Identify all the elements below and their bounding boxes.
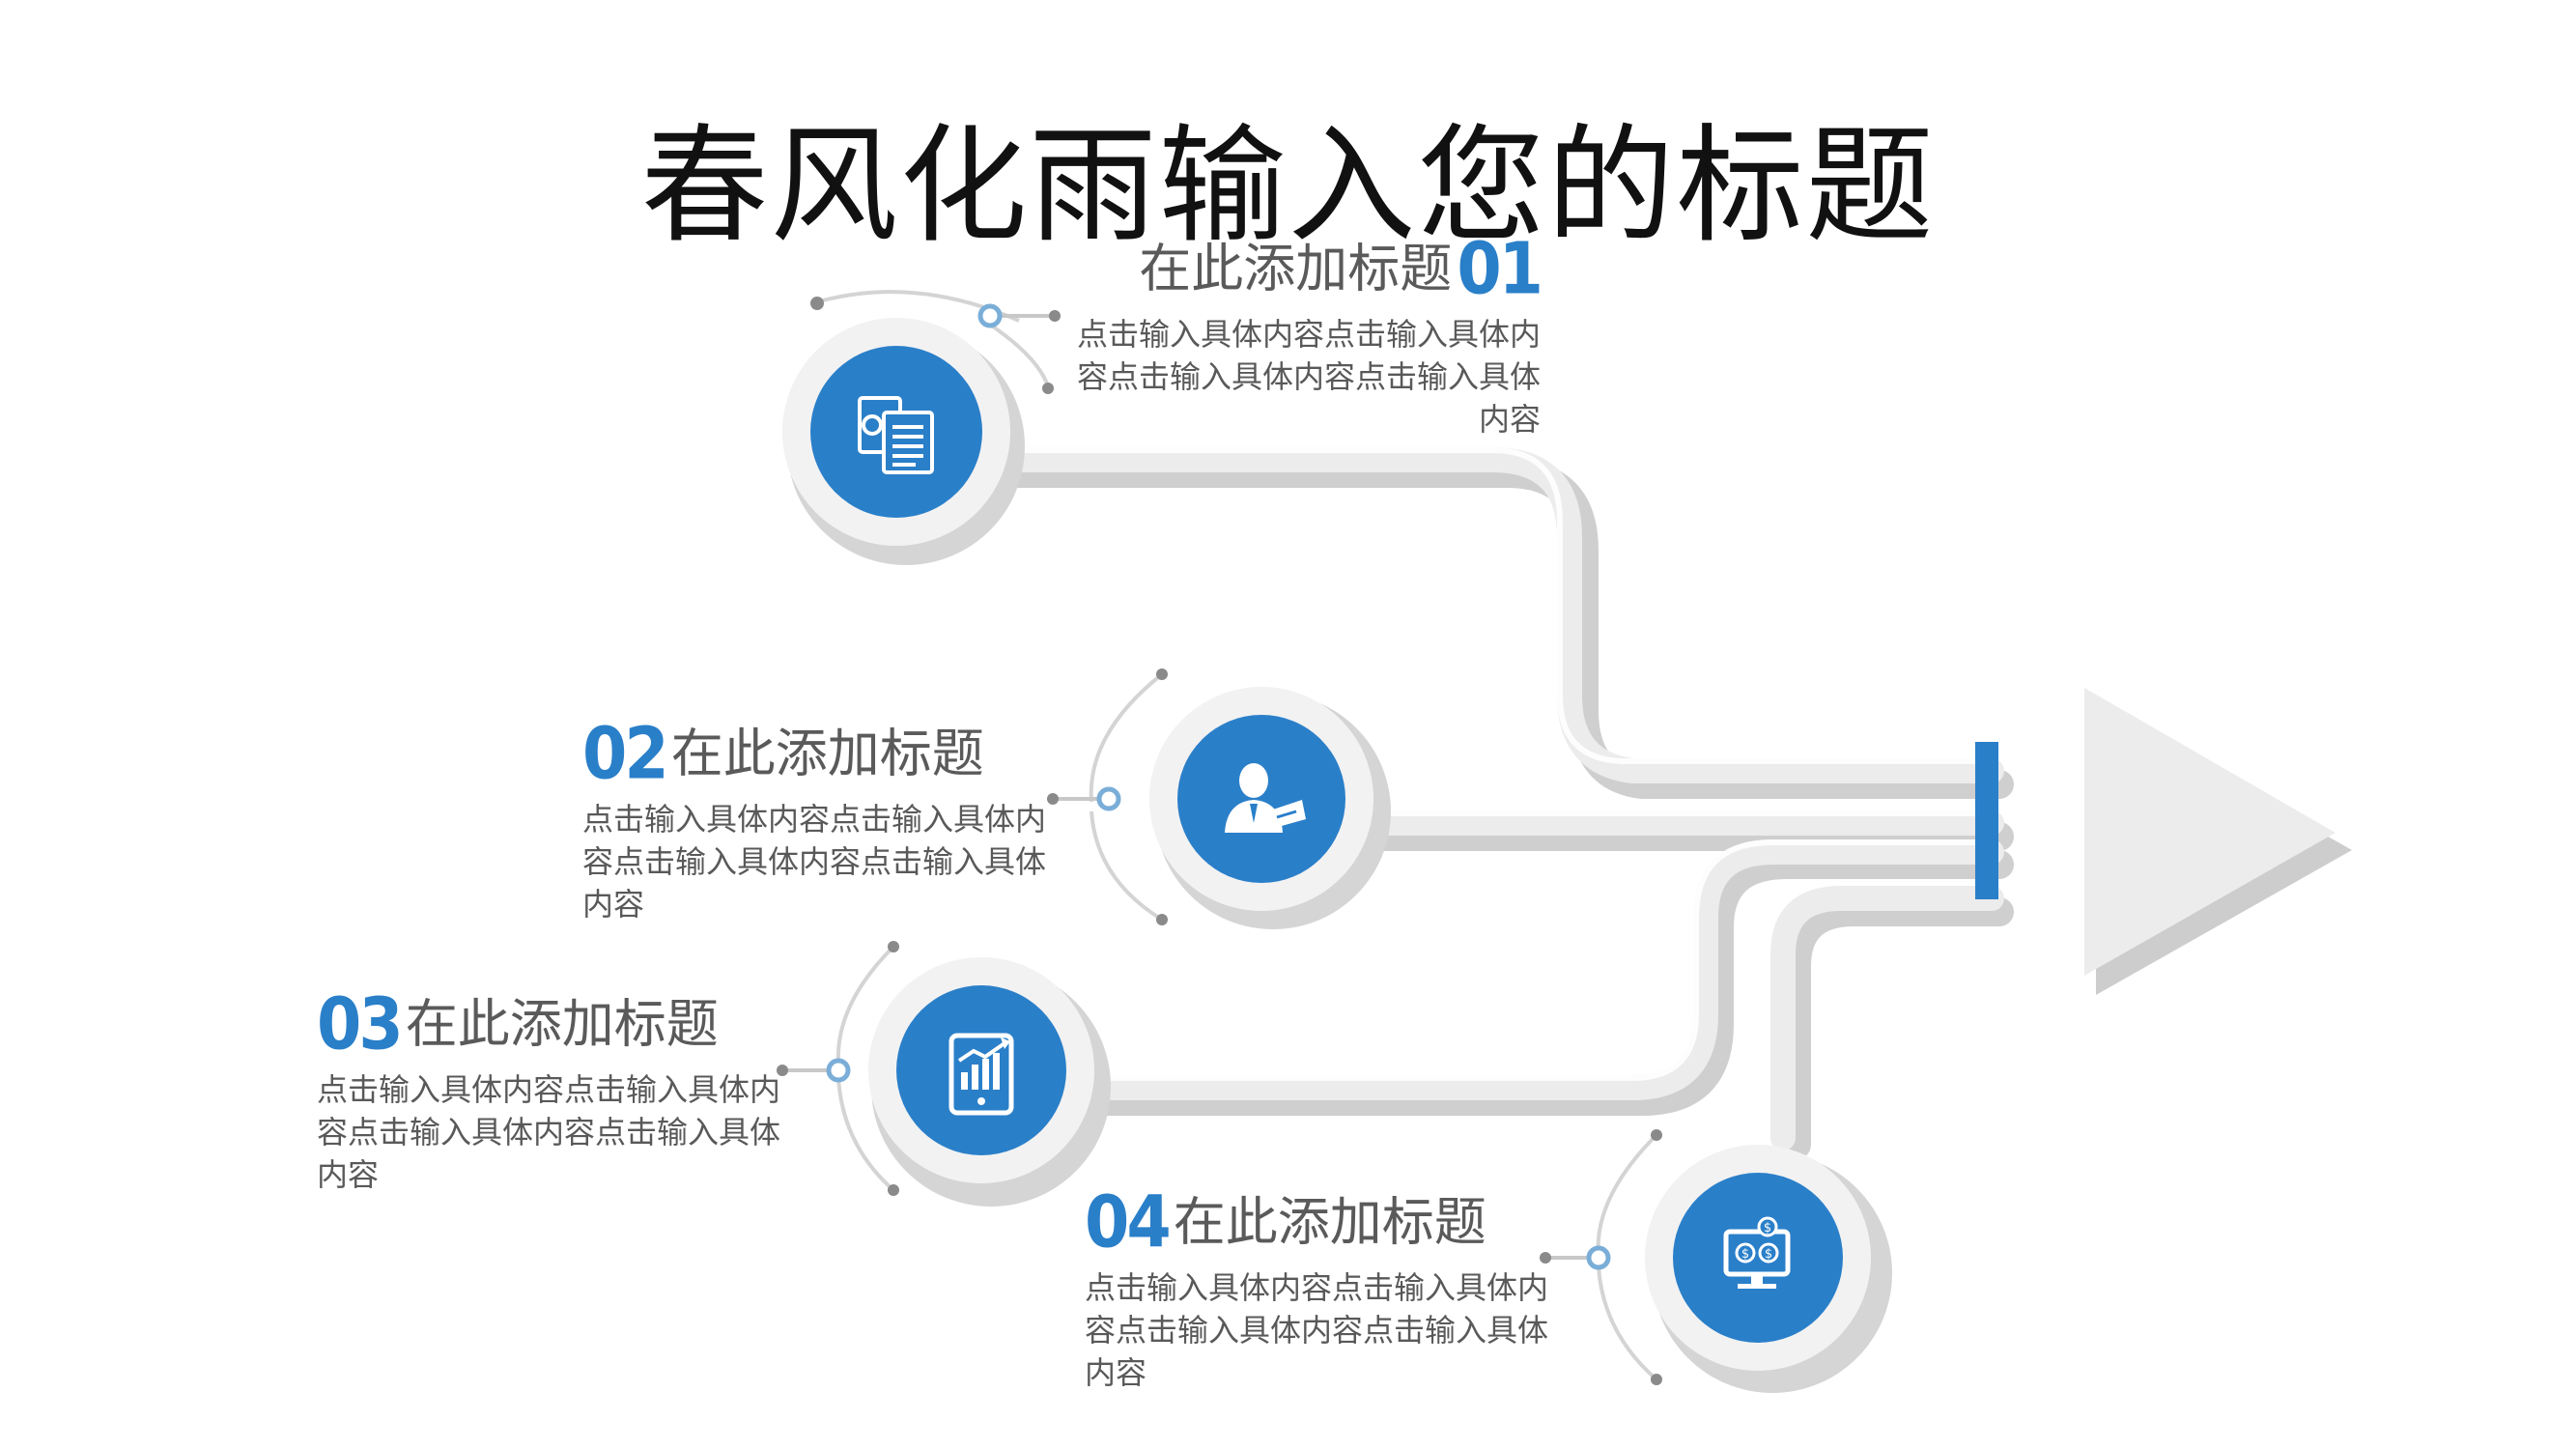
item-04-body: 点击输入具体内容点击输入具体内容点击输入具体内容点击输入具体内容 — [1085, 1269, 1549, 1391]
item-04-text: 04 在此添加标题 点击输入具体内容点击输入具体内容点击输入具体内容点击输入具体… — [1085, 1183, 1548, 1394]
growth-chart-tablet-icon — [948, 1033, 1014, 1116]
item-01-text: 在此添加标题 01 点击输入具体内容点击输入具体内容点击输入具体内容点击输入具体… — [1077, 227, 1543, 440]
item-02-number: 02 — [582, 712, 669, 796]
item-01-number: 01 — [1457, 227, 1543, 311]
connector-shadows — [978, 459, 2014, 1159]
node-02 — [1047, 668, 1391, 929]
item-03-text: 03 在此添加标题 点击输入具体内容点击输入具体内容点击输入具体内容点击输入具体… — [317, 985, 780, 1196]
item-02-heading: 在此添加标题 — [670, 723, 984, 784]
page-title: 春风化雨输入您的标题 — [640, 112, 1936, 261]
item-02-body: 点击输入具体内容点击输入具体内容点击输入具体内容点击输入具体内容 — [582, 801, 1047, 923]
connector-highlights — [982, 447, 1995, 1081]
svg-text:$: $ — [1764, 1221, 1771, 1236]
item-04-number: 04 — [1085, 1180, 1172, 1264]
node-01 — [782, 290, 1061, 565]
item-02-text: 02 在此添加标题 点击输入具体内容点击输入具体内容点击输入具体内容点击输入具体… — [582, 715, 1046, 925]
item-01-heading: 在此添加标题 — [1139, 238, 1453, 299]
item-03-body: 点击输入具体内容点击输入具体内容点击输入具体内容点击输入具体内容 — [317, 1071, 781, 1193]
svg-text:$: $ — [1765, 1247, 1772, 1262]
arrow-head — [2084, 688, 2352, 995]
svg-text:$: $ — [1741, 1247, 1749, 1262]
settings-document-icon — [858, 396, 934, 474]
item-03-number: 03 — [317, 982, 404, 1066]
monitor-dollar-icon: $ $ $ — [1723, 1216, 1791, 1289]
item-04-heading: 在此添加标题 — [1173, 1191, 1486, 1253]
node-04: $ $ $ — [1540, 1129, 1892, 1393]
connector-pipes — [973, 447, 2004, 1151]
businessman-icon — [1225, 763, 1306, 833]
node-03 — [777, 941, 1111, 1207]
item-01-body: 点击输入具体内容点击输入具体内容点击输入具体内容点击输入具体内容 — [1077, 316, 1542, 438]
item-03-heading: 在此添加标题 — [405, 993, 719, 1055]
arrow-blue-bar — [1975, 742, 1998, 899]
